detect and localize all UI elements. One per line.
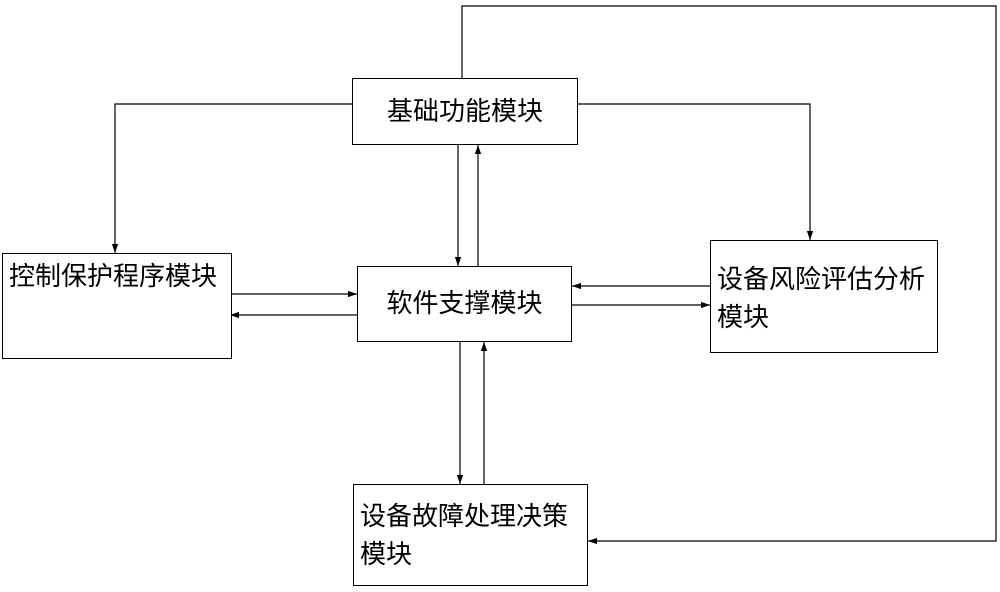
edge-basic-to-fault-loop: [458, 5, 997, 545]
edge-basic-control: [111, 100, 361, 253]
edge-basic-risk: [569, 100, 814, 240]
node-fault-decision-label: 设备故障处理决策模块: [360, 502, 569, 570]
node-fault-decision: 设备故障处理决策模块: [353, 484, 588, 586]
node-risk-assessment: 设备风险评估分析模块: [710, 240, 938, 353]
node-software-support-label: 软件支撑模块: [386, 289, 543, 319]
node-software-support: 软件支撑模块: [357, 266, 572, 342]
node-control-protection: 控制保护程序模块: [2, 253, 232, 359]
node-basic-function: 基础功能模块: [352, 78, 578, 145]
node-control-protection-label: 控制保护程序模块: [9, 262, 218, 292]
node-basic-function-label: 基础功能模块: [386, 96, 543, 127]
node-risk-assessment-label: 设备风险评估分析模块: [717, 265, 926, 333]
